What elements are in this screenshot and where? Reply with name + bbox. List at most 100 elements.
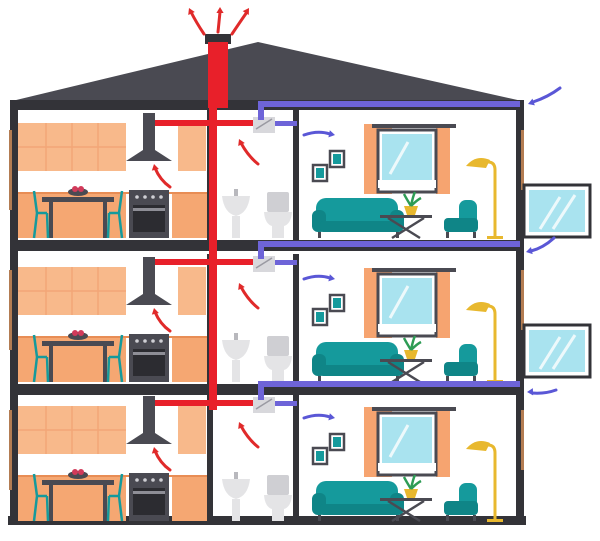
sofa-leg (318, 515, 321, 521)
toilet-bowl (264, 495, 292, 521)
duct-system (155, 34, 520, 413)
picture-art (333, 154, 341, 164)
table-top (380, 359, 432, 362)
supply-riser (258, 101, 264, 120)
exhaust-out-arrow (216, 7, 224, 34)
floor-3 (10, 110, 524, 251)
oven-knob (159, 478, 163, 482)
bath-exhaust-duct (213, 400, 261, 406)
chair-left (32, 334, 50, 383)
balcony-icon (522, 183, 592, 239)
floor-1 (18, 393, 503, 523)
plant-pot (404, 350, 418, 359)
curtain-rod (372, 124, 456, 128)
toilet-tank (267, 336, 289, 356)
picture-frame-icon (311, 163, 329, 183)
supply-in-arrow (302, 130, 335, 138)
lamp-base (487, 236, 503, 239)
armchair-leg (473, 515, 476, 521)
supply-riser (258, 381, 264, 400)
arrow-head (151, 308, 159, 315)
ground-slab (8, 516, 526, 525)
table-legs (387, 216, 425, 240)
glass-glint (388, 141, 410, 175)
chair-left (32, 473, 50, 522)
toilet-icon (264, 192, 292, 238)
arrow-shaft (216, 10, 222, 34)
fruit (72, 469, 78, 475)
bathroom (222, 333, 292, 382)
bath-exhaust-duct (213, 259, 261, 265)
kitchen-exhaust-duct (155, 400, 217, 406)
oven-knob (135, 478, 139, 482)
fruit-bowl (68, 471, 88, 479)
upper-cabinet-right (178, 123, 206, 171)
floor-lamp-icon (466, 441, 503, 522)
picture-art (333, 437, 341, 447)
fruit (78, 186, 84, 192)
table-leg (49, 202, 53, 238)
lamp-base (487, 519, 503, 522)
table-top (380, 215, 432, 218)
toilet-tank (267, 192, 289, 212)
sofa-seat (320, 365, 398, 376)
fruit (72, 330, 78, 336)
supply-outlet (275, 260, 297, 265)
arrow-head (188, 8, 195, 15)
glass-glint (388, 285, 410, 319)
dining-table-icon (32, 186, 124, 239)
sofa-icon (312, 481, 404, 521)
glass-glint (551, 194, 577, 230)
range-hood-icon (126, 257, 172, 305)
armchair-leg (473, 232, 476, 238)
airflow-arrows (151, 7, 562, 472)
table-top (42, 341, 114, 346)
oven-icon (129, 334, 169, 382)
curtain-right (436, 407, 450, 477)
curtain-right (436, 124, 450, 194)
arrow-shaft (302, 274, 332, 281)
arrow-shaft (239, 285, 260, 310)
bathroom (222, 472, 292, 521)
kitchen (18, 113, 207, 239)
armchair-icon (444, 344, 478, 382)
table-legs (387, 499, 425, 523)
sink-tap (234, 333, 238, 340)
sink-basin (222, 340, 250, 360)
picture-frame-icon (328, 293, 346, 313)
sink-basin (222, 196, 250, 216)
plant-pot (404, 489, 418, 498)
table-leg (49, 485, 53, 521)
sink-icon (222, 333, 250, 382)
facade-trim (521, 270, 524, 330)
glass-glint (551, 334, 577, 370)
glass-glint (538, 336, 562, 370)
lamp-stand (484, 443, 497, 521)
floor-lamp-icon (466, 158, 503, 239)
coffee-table-icon (380, 474, 432, 523)
supply-duct (258, 241, 520, 247)
arrow-shaft (302, 413, 332, 420)
sofa-leg (318, 376, 321, 382)
dining-table-icon (32, 330, 124, 383)
fruit-bowl (68, 188, 88, 196)
curtain-rod (372, 268, 456, 272)
table-top (42, 197, 114, 202)
hood-chimney (143, 113, 155, 151)
partition-wall (293, 393, 299, 523)
table-leg (49, 346, 53, 382)
sink-basin (222, 479, 250, 499)
arrow-head (151, 447, 159, 454)
lamp-shade (466, 441, 490, 451)
balcony-glass (529, 330, 585, 372)
arrow-head (526, 247, 533, 255)
picture-frame-icon (328, 149, 346, 169)
arrow-head (238, 283, 245, 290)
plant (402, 474, 422, 490)
window-icon (364, 268, 456, 338)
curtain-rod (372, 407, 456, 411)
heat-recovery-fin (255, 257, 273, 269)
facade-trim (9, 130, 12, 210)
sofa-leg (318, 232, 321, 238)
